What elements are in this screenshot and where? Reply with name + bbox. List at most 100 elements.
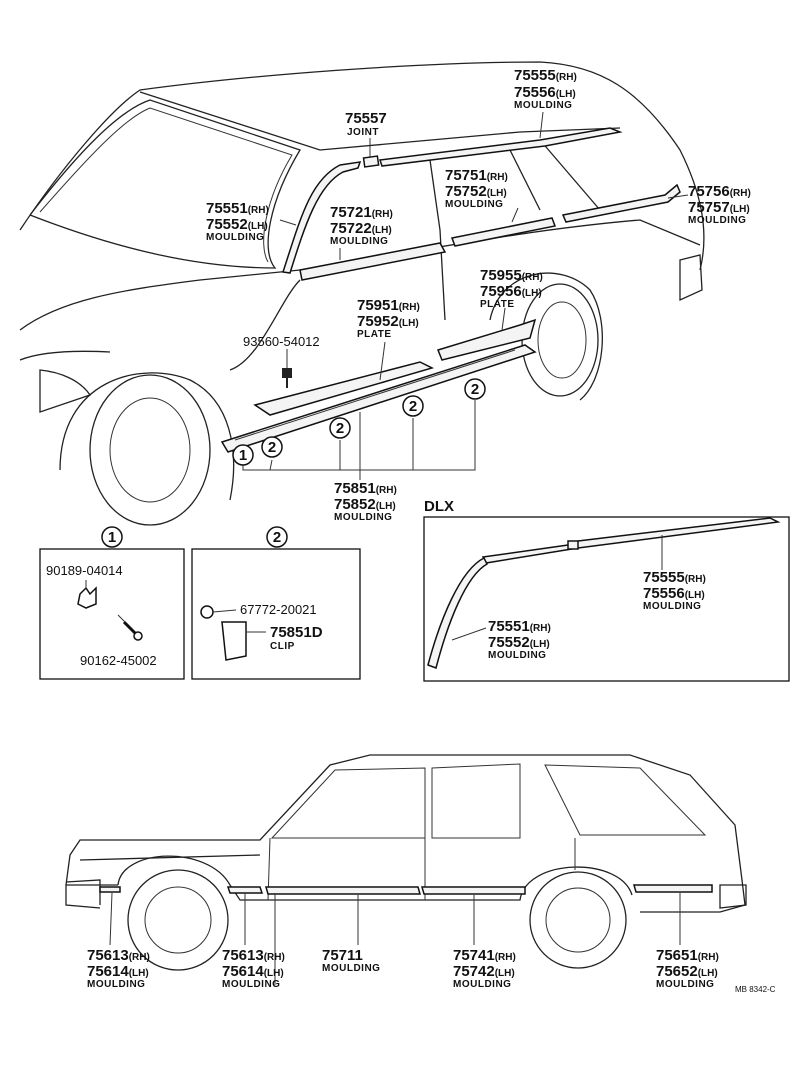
marker-2a: 2 [261,436,283,458]
svg-text:MOULDING: MOULDING [514,100,572,111]
callout-roof-moulding: 75555(RH) 75556(LH) MOULDING [514,67,577,111]
svg-text:75556(LH): 75556(LH) [643,585,705,602]
bolt-icon [200,605,237,619]
svg-text:75552(LH): 75552(LH) [206,216,268,233]
svg-text:2: 2 [336,420,344,437]
lower-callout-front-door: 75711 MOULDING [322,947,380,974]
svg-text:75652(LH): 75652(LH) [656,963,718,980]
screw-icon [117,614,143,641]
lower-callout-front-fender: 75613(RH) 75614(LH) MOULDING [87,947,150,990]
retainer-icon [77,580,97,609]
dlx-joint [567,540,579,550]
svg-text:MOULDING: MOULDING [87,979,145,990]
quarter-upper-strip [561,183,681,223]
svg-text:75951(RH): 75951(RH) [357,297,420,314]
marker-2b: 2 [329,417,351,439]
lower-rear-door-strip [421,886,526,895]
svg-text:2: 2 [268,439,276,456]
front-scuff-plate [253,361,435,416]
svg-text:75756(RH): 75756(RH) [688,183,751,200]
callout-rocker-moulding: 75851(RH) 75852(LH) MOULDING [334,480,397,523]
svg-text:75555(RH): 75555(RH) [514,67,577,84]
svg-text:MOULDING: MOULDING [334,512,392,523]
svg-text:75852(LH): 75852(LH) [334,496,396,513]
detail-2-box: 2 67772-20021 75851D CLIP [191,526,361,680]
callout-front-plate: 75951(RH) 75952(LH) PLATE [357,297,420,340]
lower-car-outline [65,754,747,971]
svg-text:75614(LH): 75614(LH) [87,963,149,980]
svg-text:2: 2 [471,381,479,398]
upper-mouldings [220,127,681,453]
svg-text:75557: 75557 [345,110,387,127]
lower-quarter-strip [633,884,713,893]
svg-text:75956(LH): 75956(LH) [480,283,542,300]
callout-rear-plate: 75955(RH) 75956(LH) PLATE [480,267,543,310]
dlx-roof-strip [481,517,781,564]
svg-text:MOULDING: MOULDING [330,236,388,247]
callout-screw: 93560-54012 [243,334,320,349]
svg-text:DLX: DLX [424,498,454,515]
svg-text:75613(RH): 75613(RH) [87,947,150,964]
svg-text:MOULDING: MOULDING [453,979,511,990]
lower-mouldings [99,884,713,895]
lower-front-door-lower-strip [226,886,264,894]
svg-text:75742(LH): 75742(LH) [453,963,515,980]
rear-door-upper-strip [450,217,557,247]
svg-text:75751(RH): 75751(RH) [445,167,508,184]
svg-text:93560-54012: 93560-54012 [243,334,320,349]
rear-scuff-plate [437,318,537,361]
joint-piece [362,155,380,168]
svg-text:75711: 75711 [322,947,363,964]
rocker-moulding-strip [220,344,537,453]
svg-text:75613(RH): 75613(RH) [222,947,285,964]
roof-moulding-strip [378,127,623,167]
svg-text:75851D: 75851D [270,624,323,641]
svg-text:75556(LH): 75556(LH) [514,84,576,101]
svg-text:2: 2 [409,398,417,415]
dlx-pillar-strip [427,556,488,669]
screw-icon [282,368,292,388]
svg-text:75952(LH): 75952(LH) [357,313,419,330]
svg-text:CLIP: CLIP [270,641,295,652]
svg-text:MOULDING: MOULDING [488,650,546,661]
svg-text:JOINT: JOINT [347,127,379,138]
svg-text:75721(RH): 75721(RH) [330,204,393,221]
marker-1: 1 [232,444,254,466]
svg-text:PLATE: PLATE [357,329,392,340]
svg-text:67772-20021: 67772-20021 [240,602,317,617]
marker-2c: 2 [402,395,424,417]
svg-text:MOULDING: MOULDING [656,979,714,990]
svg-text:75551(RH): 75551(RH) [206,200,269,217]
front-door-upper-strip [299,242,447,281]
svg-text:75757(LH): 75757(LH) [688,199,750,216]
detail-1-box: 1 90189-04014 90162-45002 [39,526,185,680]
svg-text:75555(RH): 75555(RH) [643,569,706,586]
svg-text:75955(RH): 75955(RH) [480,267,543,284]
callout-front-door-moulding: 75721(RH) 75722(LH) MOULDING [330,204,393,247]
lower-callout-rear-door: 75741(RH) 75742(LH) MOULDING [453,947,516,990]
pillar-moulding-strip [282,161,362,274]
svg-text:75552(LH): 75552(LH) [488,634,550,651]
lower-front-fender-strip [99,886,121,893]
svg-text:1: 1 [239,447,247,464]
callout-quarter-moulding: 75756(RH) 75757(LH) MOULDING [688,183,751,226]
callout-rear-door-moulding: 75751(RH) 75752(LH) MOULDING [445,167,508,210]
svg-text:75651(RH): 75651(RH) [656,947,719,964]
svg-text:MOULDING: MOULDING [206,232,264,243]
svg-text:75741(RH): 75741(RH) [453,947,516,964]
svg-text:MOULDING: MOULDING [322,963,380,974]
svg-text:75722(LH): 75722(LH) [330,220,392,237]
svg-text:MOULDING: MOULDING [222,979,280,990]
callout-joint: 75557 JOINT [345,110,387,138]
clip-icon [221,621,266,661]
svg-text:PLATE: PLATE [480,299,515,310]
lower-callout-front-door-lower: 75613(RH) 75614(LH) MOULDING [222,947,285,990]
svg-text:MOULDING: MOULDING [643,601,701,612]
lower-leader-lines [109,892,681,985]
svg-text:75752(LH): 75752(LH) [445,183,507,200]
svg-text:75614(LH): 75614(LH) [222,963,284,980]
svg-text:2: 2 [273,529,281,546]
svg-text:90162-45002: 90162-45002 [80,653,157,668]
svg-text:90189-04014: 90189-04014 [46,563,123,578]
callout-pillar-moulding: 75551(RH) 75552(LH) MOULDING [206,200,269,243]
